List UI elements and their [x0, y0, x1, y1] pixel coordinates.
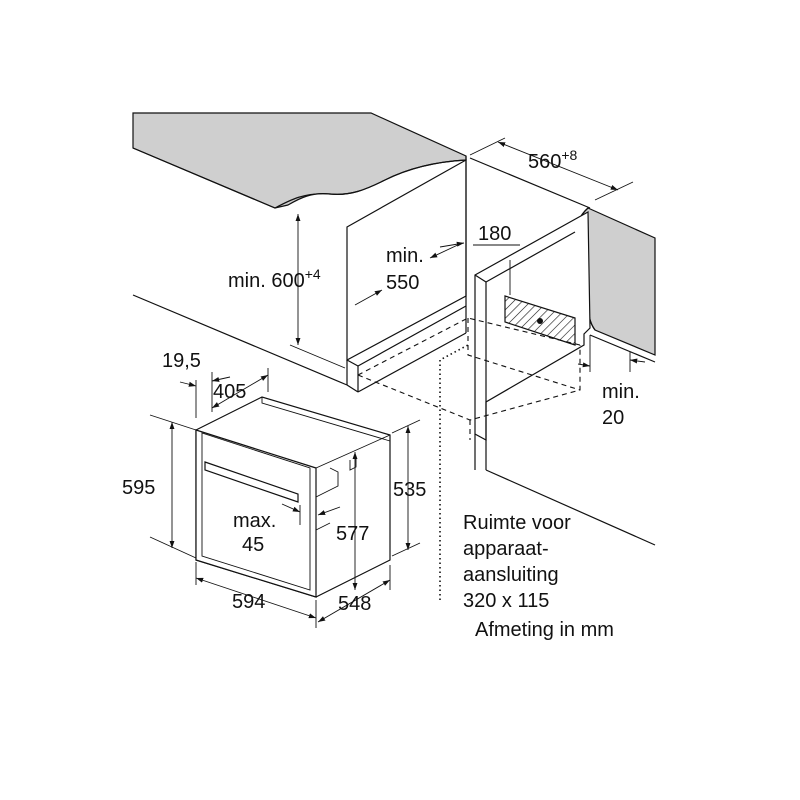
left-worktop [132, 112, 467, 209]
dim-line-595 [149, 414, 197, 559]
cable-route [439, 344, 469, 600]
note-connection-line2: apparaat- [463, 538, 549, 560]
dim-line-548 [317, 565, 391, 623]
label-577: 577 [336, 523, 369, 545]
note-connection-line3: aansluiting [463, 564, 559, 586]
label-max-45-line1: max. [233, 510, 276, 532]
label-19-5: 19,5 [162, 350, 201, 372]
dim-line-594 [195, 562, 317, 628]
oven [195, 396, 391, 598]
label-405: 405 [213, 381, 246, 403]
label-min-600: min. 600+4 [228, 266, 321, 292]
dim-line-535 [391, 419, 421, 557]
connection-box [504, 295, 576, 346]
label-560: 560+8 [528, 147, 578, 173]
dim-line-600 [289, 214, 346, 369]
label-max-45-line2: 45 [242, 534, 264, 556]
dim-line-560 [469, 137, 634, 201]
note-connection-line4: 320 x 115 [463, 590, 549, 612]
oven-handle [204, 461, 299, 503]
label-min-20-line2: 20 [602, 407, 624, 429]
back-wall-line [132, 294, 348, 386]
right-wall-line [589, 334, 656, 363]
niche-floor-dashed [357, 317, 581, 440]
label-180: 180 [478, 223, 511, 245]
note-connection-line1: Ruimte voor [463, 512, 571, 534]
label-594: 594 [232, 591, 265, 613]
label-min-550-line1: min. [386, 245, 424, 267]
label-min-20-line1: min. [602, 381, 640, 403]
label-535: 535 [393, 479, 426, 501]
label-548: 548 [338, 593, 371, 615]
label-min-550-line2: 550 [386, 272, 419, 294]
label-595: 595 [122, 477, 155, 499]
dim-line-45 [281, 503, 341, 525]
dim-line-20 [577, 335, 646, 372]
dim-line-405 [179, 368, 269, 418]
dim-line-180 [439, 241, 520, 295]
note-unit: Afmeting in mm [475, 619, 614, 641]
